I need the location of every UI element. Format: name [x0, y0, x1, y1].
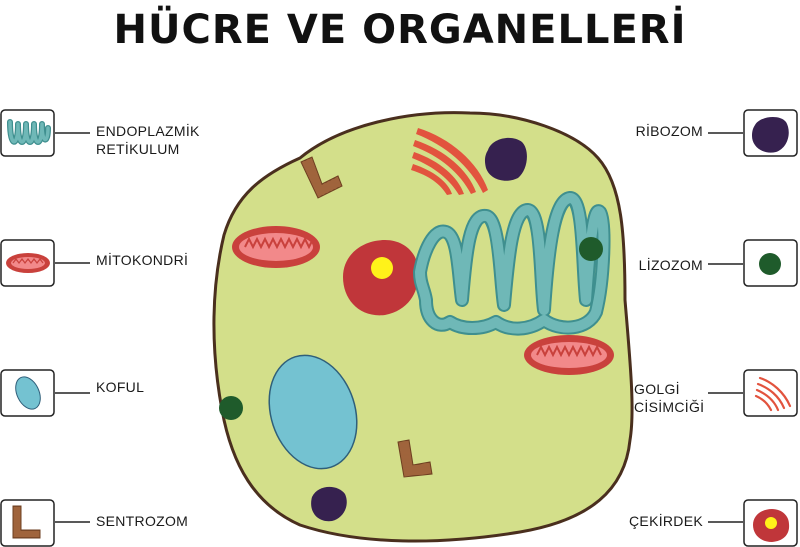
legend-box-ribosome	[743, 109, 798, 157]
label-ribosome: RİBOZOM	[635, 123, 703, 139]
golgi-apparatus	[411, 128, 488, 195]
label-endoplasmic-line2: RETİKULUM	[96, 141, 180, 157]
label-endoplasmic-line1: ENDOPLAZMİK	[96, 123, 200, 139]
ribosome	[484, 137, 527, 181]
legend-box-vacuole	[0, 369, 55, 417]
label-lysosome: LİZOZOM	[638, 257, 703, 273]
legend-box-endoplasmic-reticulum	[0, 109, 55, 157]
label-vacuole: KOFUL	[96, 379, 145, 395]
label-mitochondria: MİTOKONDRİ	[96, 252, 189, 268]
label-centrosome: SENTROZOM	[96, 513, 189, 529]
label-golgi: GOLGİ CİSİMCİĞİ	[634, 380, 704, 416]
legend-box-lysosome	[743, 239, 798, 287]
legend-box-centrosome	[0, 499, 55, 547]
ribosome	[311, 486, 347, 522]
legend-box-golgi	[743, 369, 798, 417]
nucleus	[343, 240, 419, 316]
mitochondria	[232, 226, 320, 268]
label-nucleus: ÇEKİRDEK	[629, 513, 703, 529]
lysosome	[219, 396, 243, 420]
endoplasmic-reticulum-lumen	[415, 193, 609, 334]
centrosome	[300, 156, 343, 199]
diagram-title: HÜCRE VE ORGANELLERİ	[113, 7, 687, 53]
mitochondria	[524, 335, 614, 375]
centrosome	[397, 439, 433, 478]
label-golgi-line1: GOLGİ	[634, 381, 680, 397]
legend-box-nucleus	[743, 499, 798, 547]
label-golgi-line2: CİSİMCİĞİ	[634, 399, 705, 415]
lysosome	[579, 237, 603, 261]
vacuole	[268, 354, 358, 470]
legend-box-mitochondria	[0, 239, 55, 287]
label-endoplasmic-reticulum: ENDOPLAZMİK RETİKULUM	[96, 122, 200, 158]
